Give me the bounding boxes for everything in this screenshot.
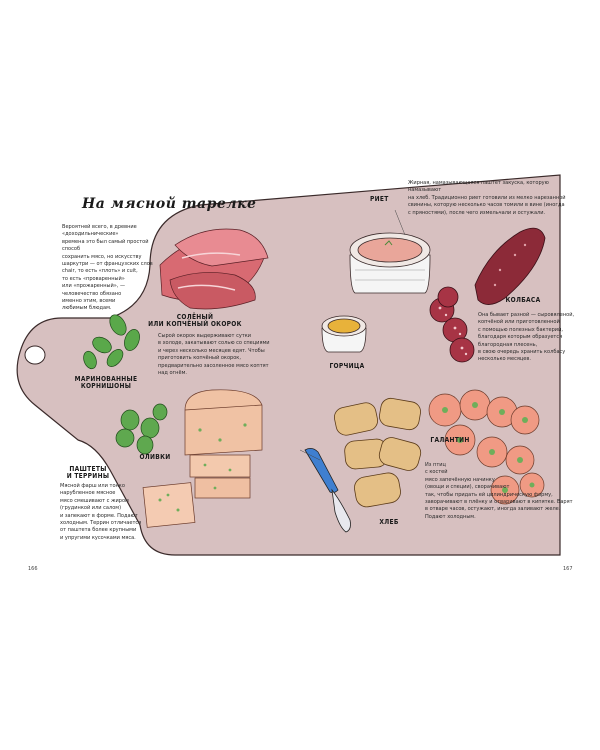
pointer-lines: [299, 209, 406, 461]
sausage-desc: Она бывает разной — сыровяленой, копчёно…: [478, 312, 575, 363]
sausage-label: КОЛБАСА: [505, 296, 541, 304]
page-number-right: 167: [563, 566, 573, 572]
butter-knife: [304, 448, 351, 533]
pates-desc: Мясной фарш или тонко нарубленное мясное…: [60, 483, 142, 541]
board-hole: [24, 345, 46, 365]
gherkins: [83, 314, 140, 370]
galantine-slices: [428, 389, 545, 505]
terrine: [142, 389, 263, 528]
gherkins-label: МАРИНОВАННЫЕ КОРНИШОНЫ: [74, 375, 138, 391]
salted-ham-label: СОЛЁНЫЙ ИЛИ КОПЧЁНЫЙ ОКОРОК: [148, 313, 242, 329]
page-title: На мясной тарелке: [82, 196, 257, 212]
galantine-label: ГАЛАНТИН: [430, 436, 470, 444]
salted-ham-desc: Сырой окорок выдерживают сутки в холоде,…: [158, 333, 270, 377]
olives-label: ОЛИВКИ: [139, 453, 171, 461]
page-number-left: 166: [28, 566, 38, 572]
mustard-label: ГОРЧИЦА: [329, 362, 365, 370]
intro-text: Вероятней всего, в древние «доходильниче…: [62, 224, 153, 312]
mustard-pot: [321, 315, 367, 353]
rillette-ramekin: [349, 232, 431, 294]
pates-label: ПАШТЕТЫ И ТЕРРИНЫ: [66, 465, 110, 481]
ham-slices: [159, 228, 269, 310]
olives: [115, 403, 168, 455]
bread-label: ХЛЕБ: [379, 518, 399, 526]
sausage: [429, 227, 546, 363]
rillette-label: РИЕТ: [370, 195, 389, 203]
galantine-desc: Из птиц с костей мясо запечённую начинку…: [425, 462, 573, 520]
rillette-desc: Жирная, намазывающаяся паштет закуска, к…: [408, 180, 566, 216]
bread-slices: [334, 397, 422, 508]
